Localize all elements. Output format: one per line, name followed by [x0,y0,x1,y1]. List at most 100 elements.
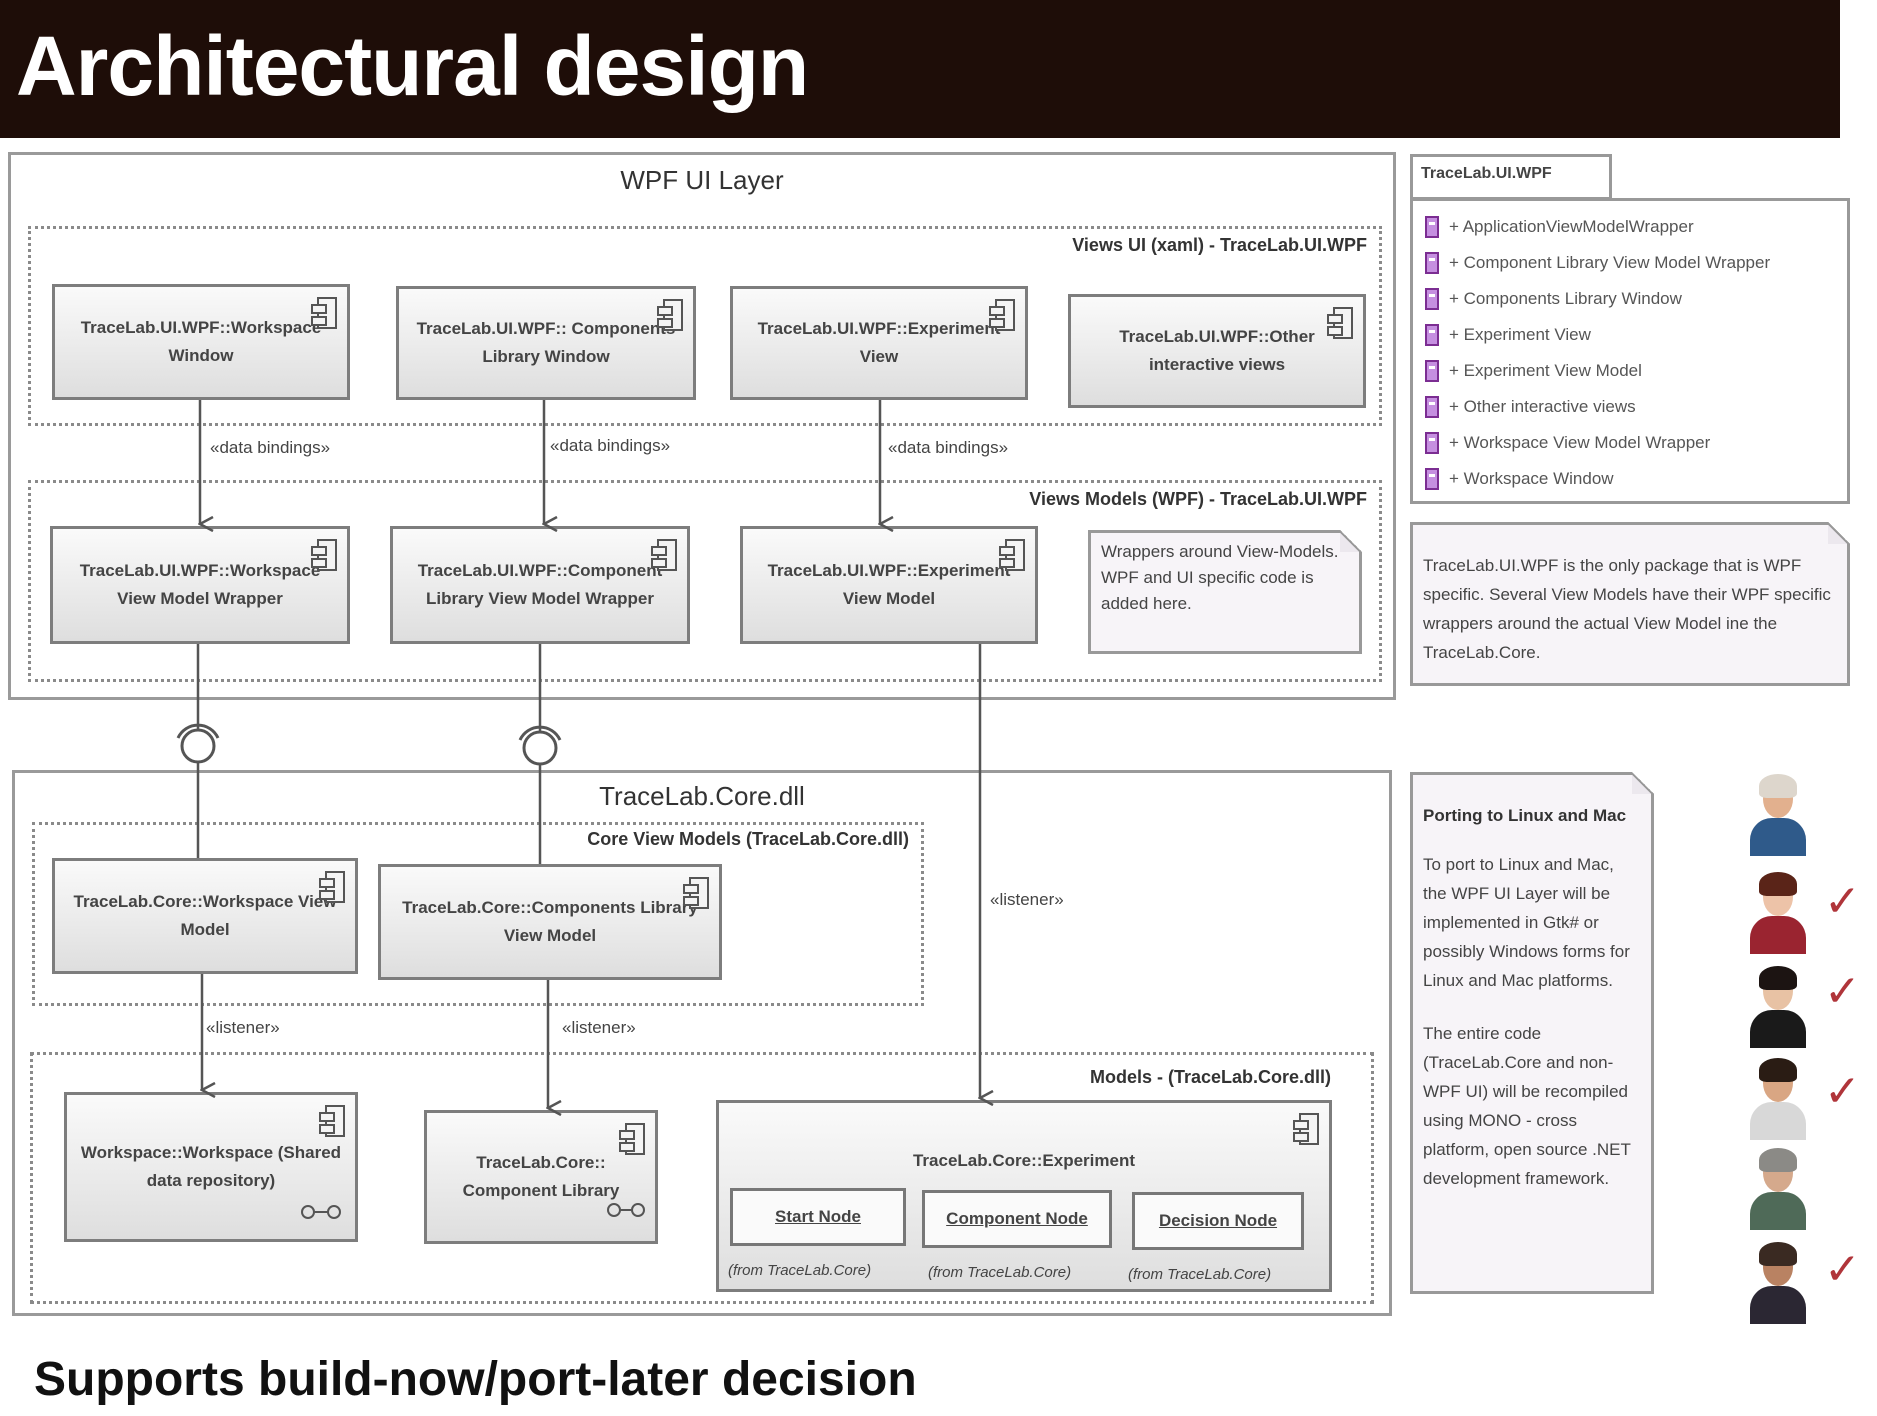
class-icon [1425,216,1439,238]
checkmark-icon: ✓ [1824,966,1861,1017]
other-interactive-views-component: TraceLab.UI.WPF::Other interactive views [1068,294,1366,408]
person-hair [1759,1148,1797,1172]
package-item-label: + ApplicationViewModelWrapper [1449,217,1694,236]
person-hair [1759,1242,1797,1266]
component-icon [657,299,683,331]
library-interface-cup [518,725,562,741]
from-label-component: (from TraceLab.Core) [928,1264,1072,1281]
component-icon [651,539,677,571]
person-shirt [1750,818,1806,856]
package-item: + Other interactive views [1413,389,1847,425]
models-group-label: Models - (TraceLab.Core.dll) [1089,1067,1331,1087]
person-photo-4 [1744,1054,1812,1140]
package-item-label: + Other interactive views [1449,397,1636,416]
package-tab: TraceLab.UI.WPF [1410,154,1612,200]
component-label: TraceLab.Core::Experiment [912,1151,1135,1170]
component-label: Workspace::Workspace (Shared data reposi… [80,1143,342,1190]
package-item: + Components Library Window [1413,281,1847,317]
person-shirt [1750,1102,1806,1140]
package-item: + Workspace View Model Wrapper [1413,425,1847,461]
class-icon [1425,396,1439,418]
listener-label-experiment: «listener» [990,890,1064,909]
porting-note: Porting to Linux and Mac To port to Linu… [1410,772,1654,1294]
person-hair [1759,872,1797,896]
person-shirt [1750,916,1806,954]
component-icon [1293,1113,1319,1145]
porting-note-body: Porting to Linux and Mac To port to Linu… [1413,775,1651,1205]
porting-note-title: Porting to Linux and Mac [1423,806,1627,825]
component-label: TraceLab.UI.WPF::Experiment View Model [767,561,1011,608]
data-bindings-label-2: «data bindings» [550,436,671,455]
from-label-start: (from TraceLab.Core) [728,1262,872,1279]
package-item-label: + Component Library View Model Wrapper [1449,253,1771,272]
package-item-label: + Experiment View [1449,325,1591,344]
component-icon [319,871,345,903]
tracelab-core-title: TraceLab.Core.dll [599,781,805,811]
class-icon [1425,252,1439,274]
person-hair [1759,1058,1797,1082]
package-note: TraceLab.UI.WPF is the only package that… [1410,522,1850,686]
view-models-group: Views Models (WPF) - TraceLab.UI.WPF [28,480,1382,682]
person-photo-5 [1744,1144,1812,1230]
checkmark-icon: ✓ [1824,876,1861,927]
experiment-view-component: TraceLab.UI.WPF::Experiment View [730,286,1028,400]
component-label: TraceLab.UI.WPF::Workspace Window [80,318,322,365]
porting-note-para1: To port to Linux and Mac, the WPF UI Lay… [1423,855,1630,990]
component-node: Component Node [922,1190,1112,1248]
package-note-text: TraceLab.UI.WPF is the only package that… [1423,556,1831,662]
core-components-library-vm-component: TraceLab.Core::Components Library View M… [378,864,722,980]
library-interface-socket [522,730,558,766]
component-icon [989,299,1015,331]
package-item: + ApplicationViewModelWrapper [1413,209,1847,245]
component-label: TraceLab.UI.WPF::Workspace View Model Wr… [79,561,321,608]
checkmark-icon: ✓ [1824,1244,1861,1295]
wpf-ui-layer-title: WPF UI Layer [620,165,784,195]
class-icon [1425,468,1439,490]
workspace-composite-icon [301,1205,341,1219]
core-view-models-group: Core View Models (TraceLab.Core.dll) [32,822,924,1006]
start-node: Start Node [730,1188,906,1246]
decision-node: Decision Node [1132,1192,1304,1250]
component-icon [1327,307,1353,339]
component-icon [319,1105,345,1137]
listener-label-workspace: «listener» [206,1018,280,1037]
component-label: TraceLab.Core::Workspace View Model [73,892,337,939]
data-bindings-label-1: «data bindings» [210,438,331,457]
component-library-vm-wrapper-component: TraceLab.UI.WPF::Component Library View … [390,526,690,644]
package-item: + Component Library View Model Wrapper [1413,245,1847,281]
component-icon [999,539,1025,571]
slide-footer: Supports build-now/port-later decision [34,1353,917,1406]
class-icon [1425,432,1439,454]
component-icon [311,539,337,571]
component-label: TraceLab.UI.WPF::Other interactive views [1119,327,1315,374]
library-composite-icon [607,1203,645,1217]
package-item-label: + Components Library Window [1449,289,1682,308]
component-icon [683,877,709,909]
title-bar: Architectural design [0,0,1840,138]
person-hair [1759,966,1797,990]
person-photo-3 [1744,962,1812,1048]
class-icon [1425,324,1439,346]
person-shirt [1750,1192,1806,1230]
listener-label-library: «listener» [562,1018,636,1037]
component-icon [311,297,337,329]
wrappers-note: Wrappers around View-Models. WPF and UI … [1088,530,1362,654]
package-class-list: + ApplicationViewModelWrapper + Componen… [1410,198,1850,504]
component-label: TraceLab.UI.WPF:: Components Library Win… [416,319,676,366]
models-group: Models - (TraceLab.Core.dll) [30,1052,1374,1304]
data-bindings-label-3: «data bindings» [888,438,1009,457]
person-photo-2 [1744,868,1812,954]
person-photo-6 [1744,1238,1812,1324]
views-ui-group-label: Views UI (xaml) - TraceLab.UI.WPF [1072,235,1367,255]
package-item-label: + Experiment View Model [1449,361,1642,380]
views-ui-group: Views UI (xaml) - TraceLab.UI.WPF [28,226,1382,426]
package-item: + Experiment View [1413,317,1847,353]
person-photo-1 [1744,770,1812,856]
person-shirt [1750,1286,1806,1324]
view-models-group-label: Views Models (WPF) - TraceLab.UI.WPF [1029,489,1367,509]
class-icon [1425,288,1439,310]
package-item-label: + Workspace Window [1449,469,1614,488]
core-workspace-vm-component: TraceLab.Core::Workspace View Model [52,858,358,974]
class-icon [1425,360,1439,382]
